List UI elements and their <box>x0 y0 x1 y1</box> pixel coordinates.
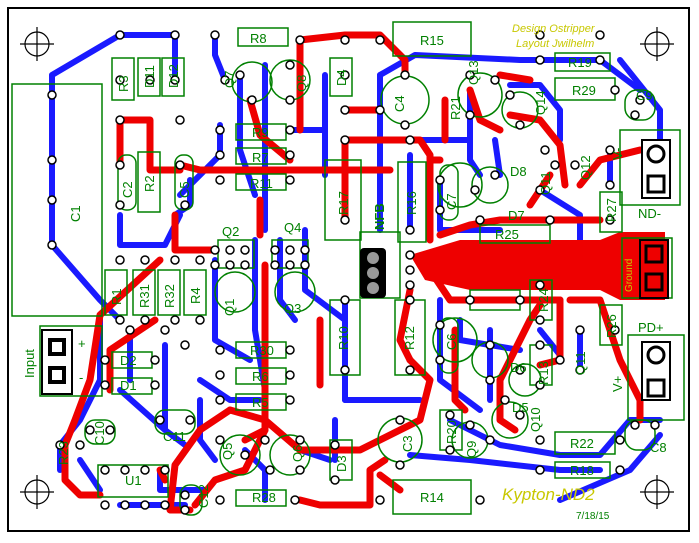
silkscreen-outlines <box>11 21 685 516</box>
label-C3: C3 <box>400 435 415 452</box>
label-ground: Ground <box>624 259 635 292</box>
label-R14: R14 <box>420 490 444 505</box>
label-D5: D5 <box>512 400 529 415</box>
label-D2: D2 <box>120 353 137 368</box>
label-Q6: Q6 <box>290 445 305 462</box>
label-R23: R23 <box>56 441 71 465</box>
label-D7: D7 <box>508 208 525 223</box>
label-v-plus: V+ <box>610 376 625 392</box>
label-Q11b: Q11 <box>573 351 588 375</box>
label-Q3: Q3 <box>284 301 301 316</box>
title-layout: Layout Jwilhelm <box>516 38 594 50</box>
label-C2: C2 <box>120 181 135 198</box>
label-input-minus: - <box>79 370 83 385</box>
board-date: 7/18/15 <box>576 511 610 522</box>
label-C6: C6 <box>444 333 459 350</box>
label-R15: R15 <box>420 33 444 48</box>
label-R13: R13 <box>536 361 551 385</box>
label-C4: C4 <box>392 95 407 112</box>
label-R3: R3 <box>116 75 131 92</box>
label-nd-minus: ND- <box>638 206 661 221</box>
label-R7: R7 <box>252 150 269 165</box>
label-Q8: Q8 <box>294 75 309 92</box>
label-D4: D4 <box>334 69 349 86</box>
label-v-minus: V- <box>610 148 625 160</box>
ground-pour <box>410 232 665 300</box>
label-R4: R4 <box>188 287 203 304</box>
label-C8: C8 <box>650 440 667 455</box>
label-R28: R28 <box>252 490 276 505</box>
label-Q11: Q11 <box>538 171 553 195</box>
connector-nfb <box>360 248 386 298</box>
label-R17: R17 <box>336 191 351 215</box>
label-R24: R24 <box>536 288 551 312</box>
connector-input <box>41 329 73 395</box>
label-Q12: Q12 <box>578 155 593 180</box>
title-design: Design Ostripper <box>512 23 596 35</box>
label-R2: R2 <box>142 175 157 192</box>
label-D1: D1 <box>120 378 137 393</box>
label-C1: C1 <box>68 205 83 222</box>
label-R10: R10 <box>336 326 351 350</box>
label-input: Input <box>22 349 37 378</box>
label-nfb: NFB <box>372 203 387 230</box>
label-C5: C5 <box>177 181 192 198</box>
label-R26: R26 <box>604 314 619 338</box>
mounting-hole-top-left <box>20 27 54 61</box>
label-R9: R9 <box>252 125 269 140</box>
connector-ground <box>639 239 669 299</box>
label-Q7: Q7 <box>222 71 237 88</box>
mounting-hole-bottom-right <box>640 475 674 509</box>
label-input-plus: + <box>78 336 86 351</box>
label-D8: D8 <box>510 164 527 179</box>
label-R25: R25 <box>495 227 519 242</box>
label-R27: R27 <box>604 198 619 222</box>
label-R19: R19 <box>568 55 592 70</box>
label-Q9: Q9 <box>464 441 479 458</box>
label-R12: R12 <box>402 326 417 350</box>
label-Q10: Q10 <box>528 407 543 432</box>
label-Q14: Q14 <box>533 90 548 115</box>
label-R8: R8 <box>250 31 267 46</box>
label-R1: R1 <box>109 288 124 305</box>
label-Q2: Q2 <box>222 224 239 239</box>
label-R16: R16 <box>404 191 419 215</box>
label-R30: R30 <box>250 343 274 358</box>
label-R20: R20 <box>444 420 459 444</box>
label-C11: C11 <box>163 429 186 444</box>
label-Q1: Q1 <box>222 299 237 316</box>
label-D6: D6 <box>510 360 527 375</box>
label-Q13: Q13 <box>466 60 481 85</box>
mounting-hole-top-right <box>640 27 674 61</box>
label-Q4: Q4 <box>284 220 301 235</box>
label-D3: D3 <box>334 455 349 472</box>
board-name: Kypton-ND2 <box>502 485 595 504</box>
mounting-hole-bottom-left <box>20 475 54 509</box>
label-C9: C9 <box>636 88 653 103</box>
label-R6: R6 <box>252 369 269 384</box>
label-R29: R29 <box>572 83 596 98</box>
label-R22: R22 <box>570 436 594 451</box>
label-D12: D12 <box>166 64 181 88</box>
connector-nd-minus <box>641 139 671 199</box>
label-C12: C12 <box>196 484 211 508</box>
label-R18: R18 <box>570 463 594 478</box>
label-R21: R21 <box>448 96 463 120</box>
label-U1: U1 <box>125 473 142 488</box>
pads <box>47 30 660 515</box>
label-C10: C10 <box>92 421 107 445</box>
label-R5: R5 <box>252 395 269 410</box>
label-C7: C7 <box>444 193 459 210</box>
connector-pd-plus <box>641 341 671 401</box>
label-R31: R31 <box>137 284 152 308</box>
label-R11: R11 <box>250 176 273 191</box>
label-Q5: Q5 <box>220 443 235 460</box>
label-pd-plus: PD+ <box>638 320 664 335</box>
label-D11: D11 <box>142 65 157 88</box>
label-R32: R32 <box>162 284 177 308</box>
